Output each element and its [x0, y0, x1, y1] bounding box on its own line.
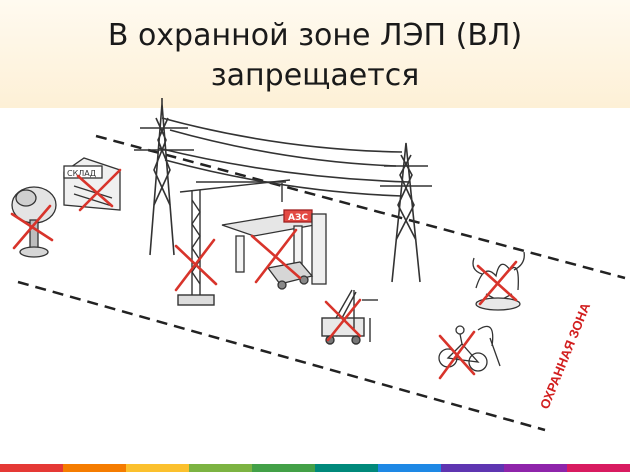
zone-lower-boundary [17, 280, 546, 432]
cross-icon [438, 330, 476, 380]
footer-stripe [0, 464, 630, 472]
footer-stripe-segment [378, 464, 441, 472]
title-band [0, 0, 630, 108]
footer-stripe-segment [126, 464, 189, 472]
footer-stripe-segment [252, 464, 315, 472]
power-wires [157, 117, 411, 197]
footer-stripe-segment [189, 464, 252, 472]
zone-boundaries [17, 134, 626, 432]
slide-title: В охранной зоне ЛЭП (ВЛ) запрещается [0, 16, 630, 96]
zone-upper-boundary [95, 134, 626, 280]
tower-icon [134, 98, 194, 256]
footer-stripe-segment [441, 464, 504, 472]
footer-stripe-segment [567, 464, 630, 472]
cross-icon [10, 204, 54, 250]
cross-icon [476, 260, 518, 306]
cross-icon [76, 168, 122, 212]
cross-icon [174, 238, 218, 292]
cross-icon [324, 298, 362, 342]
tree-icon [11, 186, 57, 258]
footer-stripe-segment [63, 464, 126, 472]
prohibition-crosses [10, 168, 518, 380]
warehouse-sign: СКЛАД [67, 169, 96, 178]
footer-stripe-segment [504, 464, 567, 472]
gas-station-sign: АЗС [288, 213, 308, 223]
footer-stripe-segment [0, 464, 63, 472]
tower-crane-icon [177, 179, 291, 306]
cyclist-icon [438, 325, 501, 372]
warehouse-icon: СКЛАД [63, 157, 121, 211]
title-line-1: В охранной зоне ЛЭП (ВЛ) [107, 18, 523, 53]
cross-icon [250, 228, 302, 284]
title-line-2: запрещается [210, 58, 420, 93]
zone-label: ОХРАННАЯ ЗОНА [537, 300, 594, 411]
footer-stripe-segment [315, 464, 378, 472]
tower-icon [380, 142, 432, 283]
gas-station-icon: АЗС [221, 209, 327, 290]
